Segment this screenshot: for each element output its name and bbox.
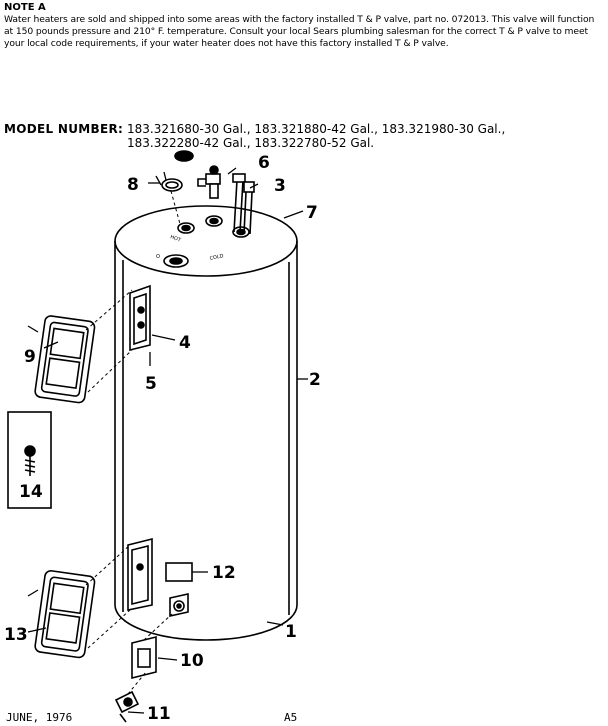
callout-7: 7 (306, 203, 318, 223)
callout-5: 5 (145, 374, 157, 394)
callout-leaders (27, 167, 308, 714)
callout-9: 9 (24, 347, 36, 367)
callout-13: 13 (4, 625, 28, 645)
note-text: Water heaters are sold and shipped into … (4, 14, 595, 49)
tank-label-cold: COLD (209, 253, 224, 262)
screw-detail-box (7, 411, 52, 509)
dip-tube (232, 173, 246, 233)
drain-valve (114, 690, 140, 723)
tank-shell (114, 205, 298, 641)
callout-4: 4 (179, 333, 191, 353)
lower-thermostat-opening (127, 537, 153, 611)
page-number: A5 (284, 711, 298, 724)
upper-thermostat-opening (129, 284, 151, 352)
callout-numbers: 1 2 3 4 5 6 7 8 9 10 11 12 13 14 (4, 153, 321, 724)
callout-10: 10 (180, 651, 204, 671)
drain-opening (169, 593, 189, 617)
dashed-leaders (85, 190, 181, 695)
top-fittings (163, 215, 250, 268)
drain-valve-panel (131, 635, 157, 680)
note-title: NOTE A (4, 2, 46, 13)
callout-11: 11 (147, 704, 171, 724)
rating-plate (165, 562, 193, 582)
callout-3: 3 (274, 176, 286, 196)
model-numbers-line-2: 183.322280-42 Gal., 183.322780-52 Gal. (127, 136, 375, 150)
model-numbers-line-1: 183.321680-30 Gal., 183.321880-42 Gal., … (126, 122, 506, 136)
tank-label-hot: HOT (169, 234, 182, 244)
callout-14: 14 (19, 482, 43, 502)
tank-label-outlet: O (156, 254, 160, 260)
callout-1: 1 (285, 622, 297, 642)
lower-access-cover (34, 570, 96, 659)
callout-6: 6 (258, 153, 270, 173)
callout-8: 8 (127, 175, 139, 195)
model-number-label: MODEL NUMBER: (4, 122, 124, 136)
tp-valve (197, 165, 221, 199)
inlet-ring (161, 150, 194, 192)
callout-12: 12 (212, 563, 236, 583)
footer-date: JUNE, 1976 (6, 711, 73, 724)
model-number-block: MODEL NUMBER: 183.321680-30 Gal., 183.32… (4, 122, 505, 150)
upper-access-cover (34, 315, 96, 404)
callout-2: 2 (309, 370, 321, 390)
anode-rod (243, 181, 255, 235)
